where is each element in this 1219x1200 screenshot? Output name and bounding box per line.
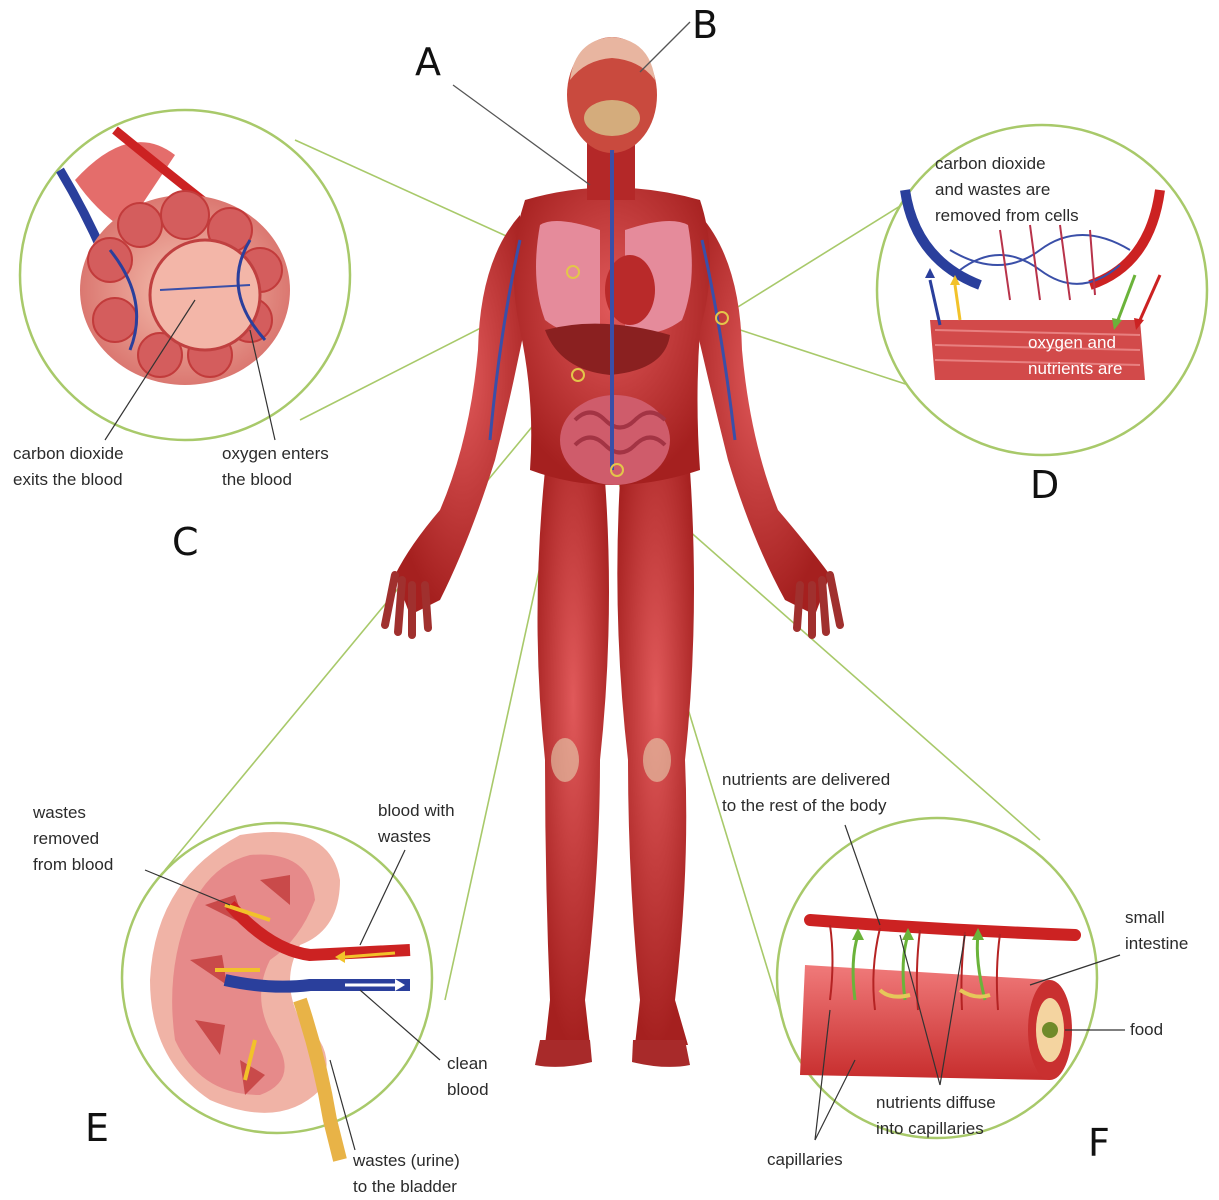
label-d: D <box>1030 465 1059 505</box>
co2-exits-label: carbon dioxide exits the blood <box>13 441 124 493</box>
label-e: E <box>85 1108 109 1148</box>
callout-e-kidney <box>122 823 440 1160</box>
callout-c-alveoli <box>20 110 350 440</box>
capillaries-label: capillaries <box>767 1147 843 1173</box>
nutrients-to-body-label: nutrients are delivered to the rest of t… <box>722 767 890 819</box>
small-intestine-label: small intestine <box>1125 905 1188 957</box>
label-b: B <box>692 5 718 45</box>
wastes-removed-blood-label: wastes removed from blood <box>33 800 113 878</box>
wastes-removed-cells-label: carbon dioxide and wastes are removed fr… <box>935 151 1079 229</box>
clean-blood-label: clean blood <box>447 1051 489 1103</box>
food-label: food <box>1130 1017 1163 1043</box>
label-c: C <box>172 522 199 562</box>
o2-enters-label: oxygen enters the blood <box>222 441 329 493</box>
urine-to-bladder-label: wastes (urine) to the bladder <box>353 1148 460 1200</box>
nutrients-delivered-cells-label: oxygen and nutrients are delivered to ce… <box>1028 330 1123 434</box>
leader-b <box>640 22 690 72</box>
blood-with-wastes-label: blood with wastes <box>378 798 455 850</box>
human-body-figure <box>385 37 840 1067</box>
label-a: A <box>415 42 441 82</box>
label-f: F <box>1088 1123 1110 1163</box>
nutrients-diffuse-label: nutrients diffuse into capillaries <box>876 1090 996 1142</box>
